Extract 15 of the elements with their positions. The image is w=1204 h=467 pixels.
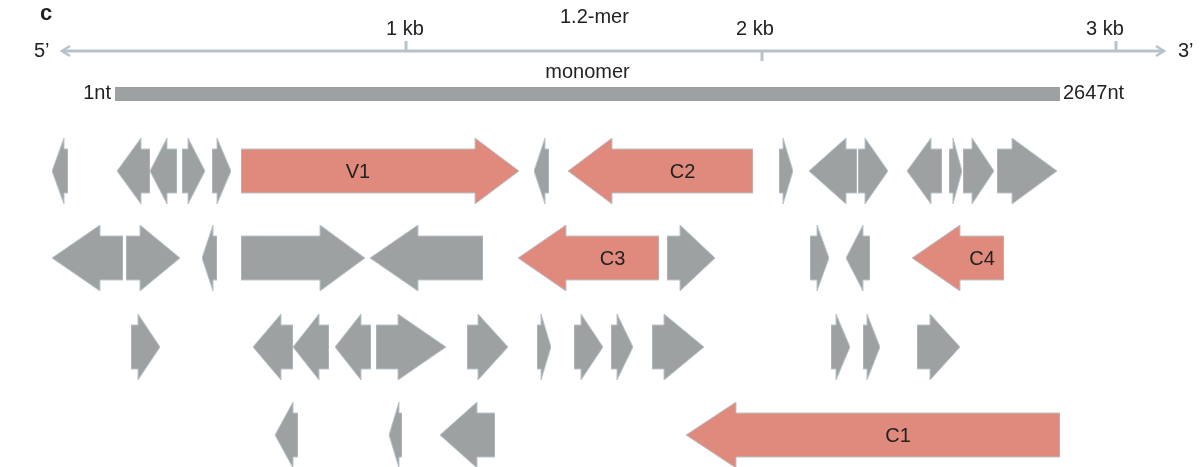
position-label: 1nt	[83, 82, 111, 102]
axis-label: 1.2-mer	[560, 6, 629, 26]
gene-label: C1	[885, 425, 911, 445]
axis-label: 1 kb	[386, 18, 424, 38]
gene-label: C4	[969, 248, 995, 268]
position-label: 2647nt	[1063, 82, 1125, 102]
panel-letter: c	[40, 2, 53, 24]
axis-label: 5’	[34, 40, 50, 60]
gene-label: C2	[669, 161, 696, 181]
axis-label: 3 kb	[1086, 18, 1124, 38]
bar-label: monomer	[545, 61, 630, 81]
axis-label: 2 kb	[736, 18, 774, 38]
gene-label: V1	[345, 161, 371, 181]
gene-label: C3	[599, 248, 626, 268]
axis-label: 3’	[1178, 40, 1194, 60]
